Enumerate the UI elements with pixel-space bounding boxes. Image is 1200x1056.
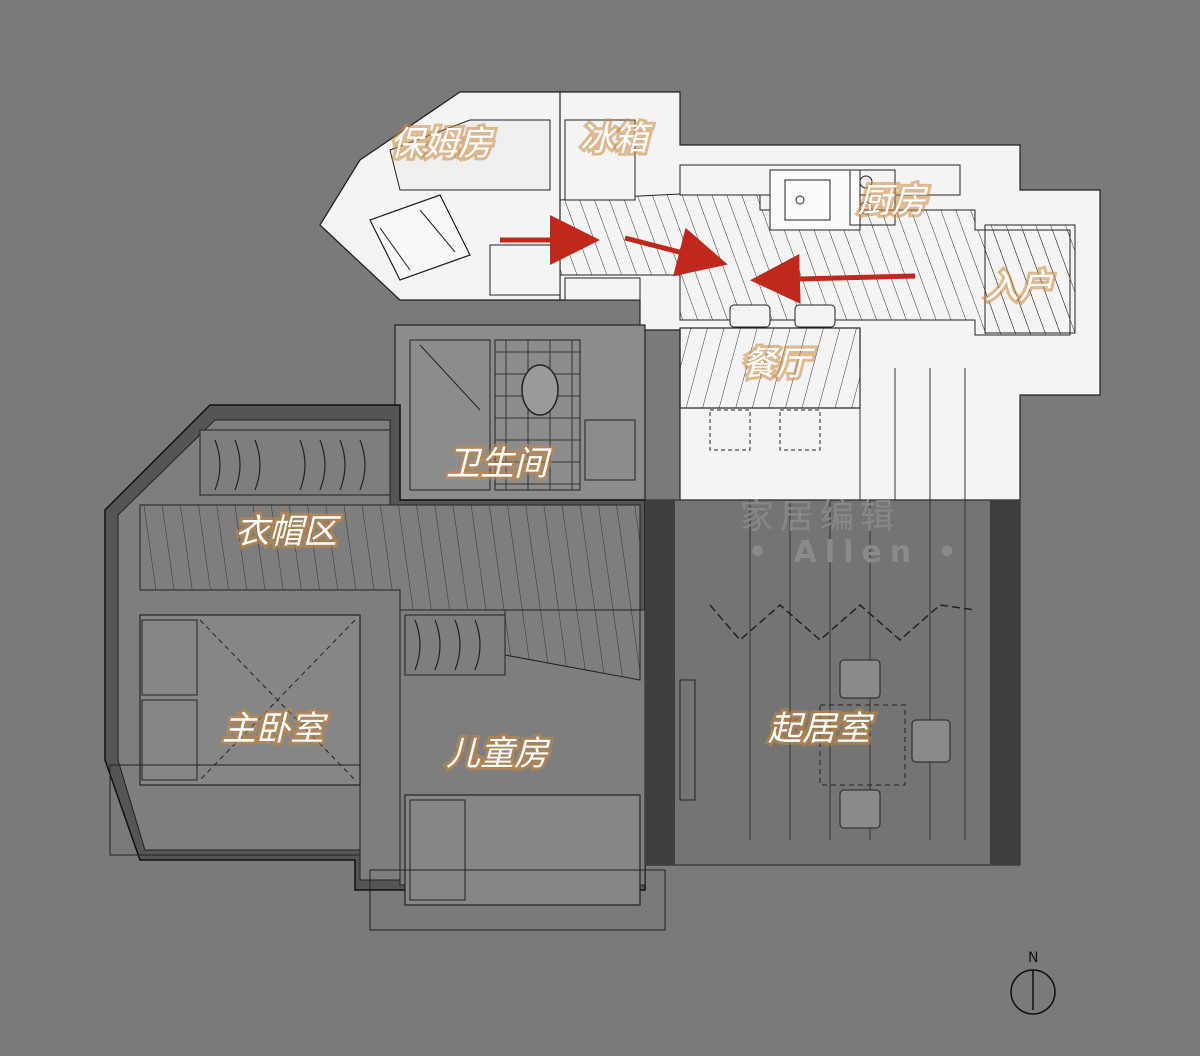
label-living-room: 起居室 — [768, 709, 875, 749]
living-stripes-upper — [859, 368, 966, 500]
label-master-bedroom: 主卧室 — [222, 709, 329, 749]
label-fridge: 冰箱 — [580, 119, 653, 159]
watermark-chinese: 家居编辑 — [740, 497, 900, 537]
circulation-arrows — [500, 215, 916, 304]
compass-north-label: N — [1028, 950, 1038, 966]
watermark: 家居编辑 • Allen • — [740, 497, 965, 570]
label-entrance: 入户 — [985, 267, 1054, 307]
upper-floor-area — [319, 91, 1101, 501]
living-room-area — [644, 499, 1021, 866]
label-kitchen: 厨房 — [858, 181, 929, 221]
label-bathroom: 卫生间 — [446, 444, 552, 484]
room-labels: 保姆房 冰箱 厨房 入户 餐厅 卫生间 衣帽区 主卧室 儿童房 起居室 — [219, 116, 1057, 777]
label-kids-room: 儿童房 — [446, 734, 551, 774]
watermark-english: • Allen • — [748, 535, 965, 570]
label-dining: 餐厅 — [742, 344, 816, 384]
north-compass: N — [1010, 950, 1056, 1015]
label-nanny-room: 保姆房 — [390, 124, 495, 164]
label-cloakroom: 衣帽区 — [235, 512, 342, 552]
